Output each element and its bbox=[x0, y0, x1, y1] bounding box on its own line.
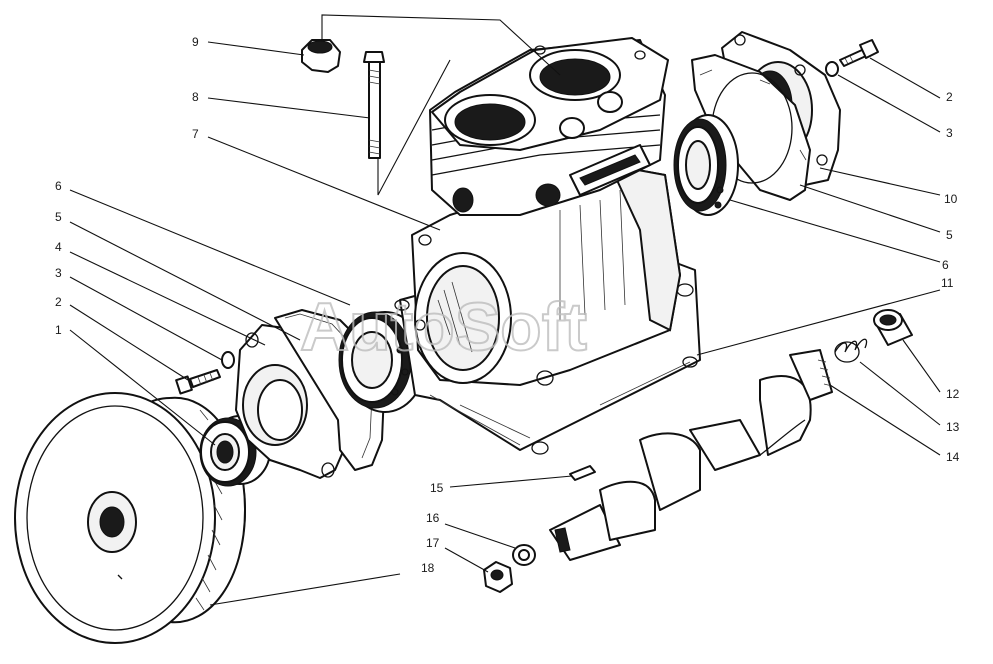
front-bearing bbox=[199, 415, 271, 487]
callout-14: 14 bbox=[946, 450, 960, 464]
callout-2-left: 2 bbox=[55, 295, 62, 309]
callout-15: 15 bbox=[430, 481, 444, 495]
bearing-left bbox=[338, 311, 426, 413]
stud-bolt bbox=[363, 51, 385, 159]
callout-labels: 9 8 7 6 5 4 3 2 1 2 3 10 5 6 11 12 13 14… bbox=[55, 35, 960, 575]
callout-5-left: 5 bbox=[55, 210, 62, 224]
callout-6-right: 6 bbox=[942, 258, 949, 272]
bushing bbox=[873, 309, 913, 346]
cap-nut bbox=[301, 39, 341, 73]
hex-nut bbox=[483, 561, 513, 593]
lock-washer bbox=[512, 544, 536, 566]
callout-3-right: 3 bbox=[946, 126, 953, 140]
callout-7: 7 bbox=[192, 127, 199, 141]
bolt-right bbox=[839, 39, 879, 67]
woodruff-key bbox=[569, 465, 596, 481]
watermark: AutoSoft bbox=[300, 289, 587, 365]
callout-3-left: 3 bbox=[55, 266, 62, 280]
callout-9: 9 bbox=[192, 35, 199, 49]
callout-1: 1 bbox=[55, 323, 62, 337]
washer-right bbox=[825, 61, 839, 77]
callout-10: 10 bbox=[944, 192, 958, 206]
bearing-right bbox=[673, 114, 739, 216]
callout-11: 11 bbox=[941, 276, 954, 290]
callout-6-left: 6 bbox=[55, 179, 62, 193]
leader-lines bbox=[69, 14, 941, 606]
callout-18: 18 bbox=[421, 561, 435, 575]
callout-13: 13 bbox=[946, 420, 960, 434]
callout-17: 17 bbox=[426, 536, 440, 550]
callout-5-right: 5 bbox=[946, 228, 953, 242]
crankshaft bbox=[549, 349, 833, 561]
washer-left bbox=[221, 351, 235, 369]
callout-2-right: 2 bbox=[946, 90, 953, 104]
callout-16: 16 bbox=[426, 511, 440, 525]
spring bbox=[834, 338, 868, 363]
bolt-left bbox=[175, 369, 221, 395]
callout-8: 8 bbox=[192, 90, 199, 104]
callout-4: 4 bbox=[55, 240, 62, 254]
crankcase bbox=[394, 37, 701, 455]
callout-12: 12 bbox=[946, 387, 960, 401]
